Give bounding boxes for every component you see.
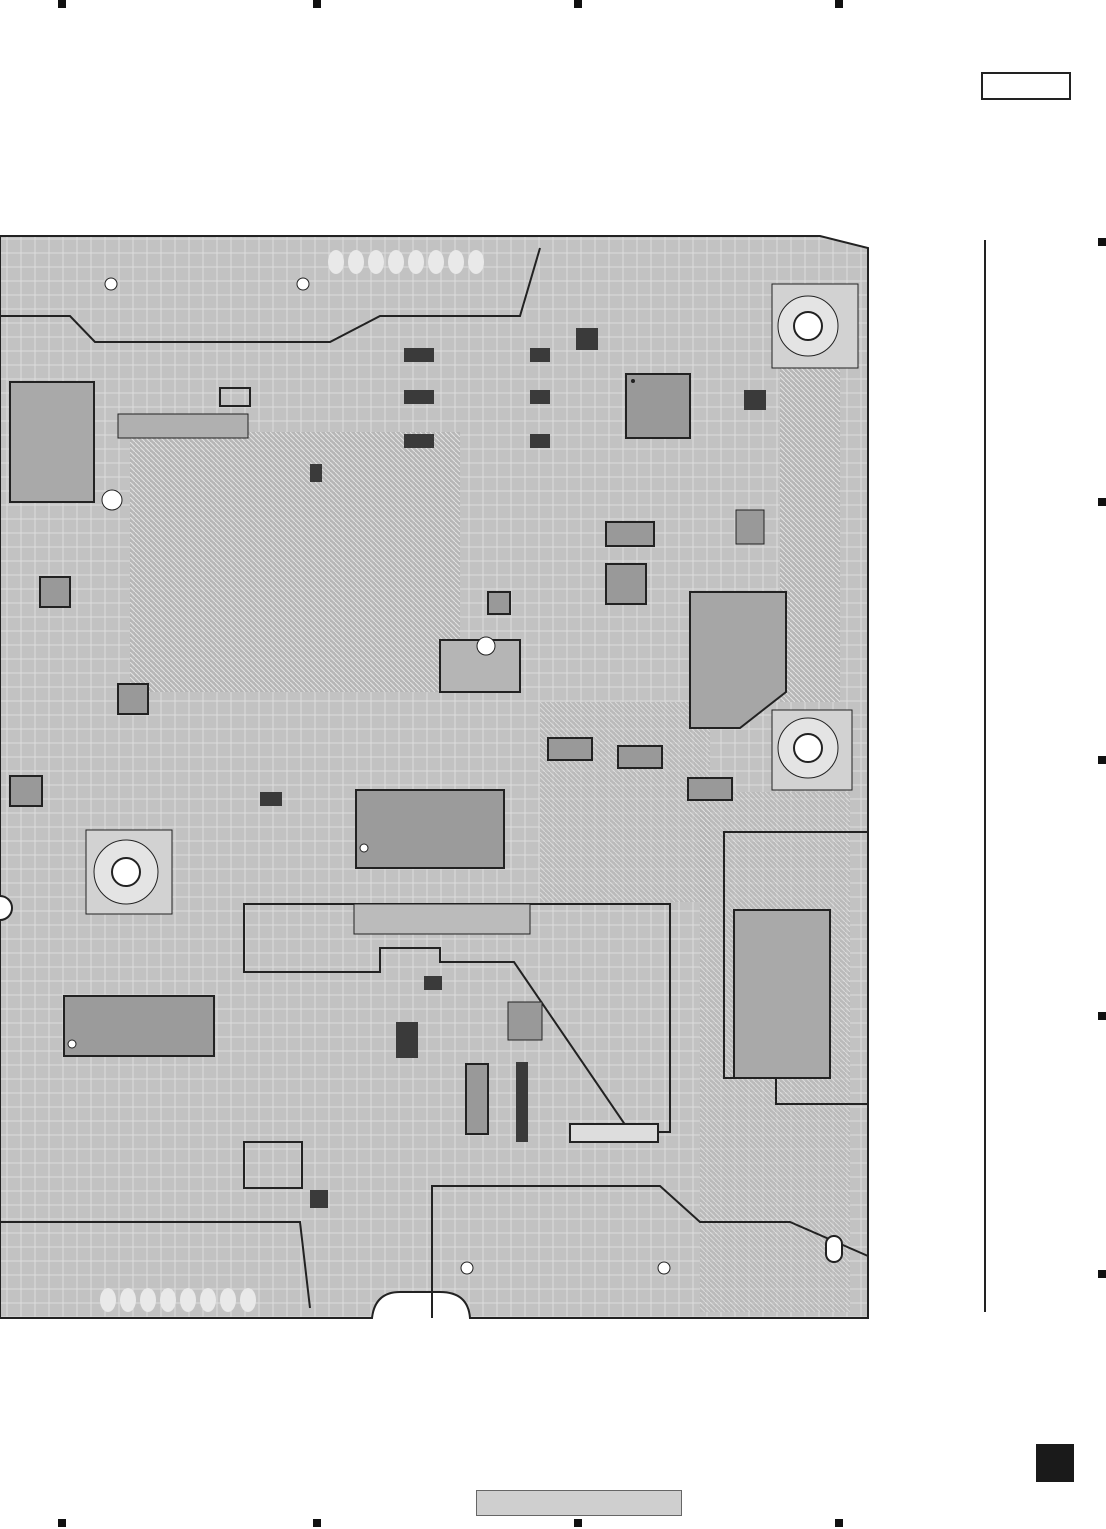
- connector-array-center: [354, 904, 530, 934]
- mounting-hole-bottom-right: [658, 1262, 670, 1274]
- registration-mark-right-1: [1098, 238, 1106, 246]
- mounting-hole-right-top: [772, 284, 858, 368]
- page-badge: [1036, 1444, 1074, 1482]
- mounting-hole-top-mid: [297, 278, 309, 290]
- registration-mark-top-2: [313, 0, 321, 8]
- registration-mark-right-4: [1098, 1012, 1106, 1020]
- ic-chip-small-1: [40, 577, 70, 607]
- shield-inner-lower-right: [734, 910, 830, 1078]
- page-divider-rule: [984, 240, 986, 1312]
- ic-chip-row-3: [688, 778, 732, 800]
- registration-mark-top-1: [58, 0, 66, 8]
- footer-bar: [476, 1490, 682, 1516]
- ic-chip-left-top: [10, 382, 94, 502]
- trace-region-right: [780, 322, 840, 702]
- registration-mark-bottom-3: [574, 1519, 582, 1527]
- registration-mark-top-4: [835, 0, 843, 8]
- ic-chip-row-2: [618, 746, 662, 768]
- trace-region-mid: [540, 702, 710, 902]
- ic-chip-lower-center: [466, 1064, 488, 1134]
- ic-chip-row-4: [606, 522, 654, 546]
- registration-mark-right-3: [1098, 756, 1106, 764]
- slot-bottom-right: [826, 1236, 842, 1262]
- ic-chip-row-5: [606, 564, 646, 604]
- component-right-square: [736, 510, 764, 544]
- registration-mark-right-5: [1098, 1270, 1106, 1278]
- reference-box: [981, 72, 1071, 100]
- mounting-hole-left: [102, 490, 122, 510]
- mounting-hole-top-left: [105, 278, 117, 290]
- ic-chip-main: [356, 790, 504, 868]
- mounting-hole-left-mid: [86, 830, 172, 914]
- registration-mark-bottom-2: [313, 1519, 321, 1527]
- ic-chip-row-1: [548, 738, 592, 760]
- mounting-hole-bottom-mid: [461, 1262, 473, 1274]
- registration-mark-bottom-1: [58, 1519, 66, 1527]
- connector-strip-lower: [570, 1124, 658, 1142]
- registration-mark-right-2: [1098, 498, 1106, 506]
- ic-chip-small-4: [488, 592, 510, 614]
- ic-chip-qfp: [626, 374, 690, 438]
- ic-chip-small-3: [10, 776, 42, 806]
- component-lower-center: [508, 1002, 542, 1040]
- ic-chip-lower-left: [64, 996, 214, 1056]
- connector-strip-top: [118, 414, 248, 438]
- registration-mark-bottom-4: [835, 1519, 843, 1527]
- pcb-board: [0, 232, 872, 1322]
- ic-chip-small-2: [118, 684, 148, 714]
- registration-mark-top-3: [574, 0, 582, 8]
- trace-region-center: [130, 432, 460, 692]
- mounting-hole-right-mid: [772, 710, 852, 790]
